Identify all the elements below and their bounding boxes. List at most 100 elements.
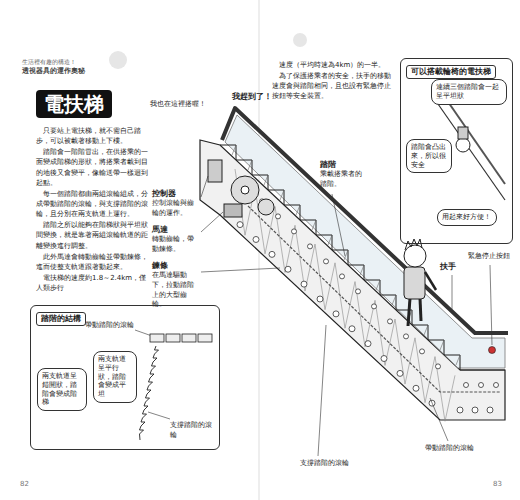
page-number: 83	[493, 480, 502, 490]
structure-panel: 踏階的結構兩支軌道呈錯開狀，踏階會變成階梯兩支軌道呈平行狀，踏階會變成平坦	[30, 305, 220, 450]
drive-roller	[404, 334, 409, 339]
leader-line	[430, 398, 448, 441]
drive-roller	[479, 383, 484, 388]
rollers	[237, 184, 499, 413]
drive-roller	[340, 274, 345, 279]
page-title: 電扶梯	[36, 90, 112, 118]
mini-chain	[140, 346, 159, 440]
drive-roller	[388, 319, 393, 324]
emergency-button	[489, 347, 496, 354]
support-roller	[349, 326, 355, 332]
step-edge	[296, 205, 300, 215]
part-name: 馬達	[152, 225, 168, 236]
boy-hair	[405, 239, 422, 250]
support-roller	[301, 281, 307, 287]
body-paragraph: 此外馬達會轉動齒輪並帶動鍊條，進而使整支軌道跟著動起來。	[36, 252, 148, 272]
bubble-text: 用起來好方便！	[442, 213, 492, 222]
step-profile	[220, 145, 505, 370]
support-roller	[333, 311, 339, 317]
body-paragraph: 踏階會一階階冒出，在供搭乘的一面變成階梯的形狀，將搭乘者載到目的地後又會變平，像…	[36, 147, 148, 188]
part-name: 支撐踏階的滾輪	[300, 459, 349, 469]
step-edge	[360, 265, 364, 275]
part-note: 控制滾輪與齒輪的運作。	[152, 199, 198, 219]
brace	[445, 375, 455, 421]
speech-bubble: 踏階會凸出來，所以很安全	[406, 139, 452, 173]
wheelchair-panel: 可以搭載輪椅的電扶梯連續三個踏階會一起呈平坦狀踏階會凸出來，所以很安全用起來好方…	[400, 58, 513, 244]
drive-roller	[436, 364, 441, 369]
body-paragraph: 只要站上電扶梯，就不需自己踏步，可以被載著移動上下樓。	[36, 126, 148, 146]
leader-line	[148, 412, 170, 419]
boy-body	[404, 267, 425, 299]
boy-leg	[408, 298, 410, 326]
leader-line	[201, 176, 208, 197]
mini-handrail	[444, 96, 505, 184]
leader-line	[332, 194, 345, 256]
support-roller	[457, 407, 463, 413]
boy-head	[404, 245, 426, 267]
support-roller	[237, 222, 243, 228]
drive-roller	[372, 304, 377, 309]
drive-roller	[494, 383, 499, 388]
drive-roller	[420, 349, 425, 354]
support-roller	[285, 266, 291, 272]
speech-bubble: 連續三個踏階會一起呈平坦狀	[431, 79, 507, 105]
series-title: 透視器具的運作奧秘	[22, 67, 85, 76]
motor	[224, 204, 242, 217]
support-roller	[397, 370, 403, 376]
step-edge	[392, 295, 396, 305]
support-roller	[472, 407, 478, 413]
boy-arm	[425, 272, 436, 290]
text-column: 只要站上電扶梯，就不需自己踏步，可以被載著移動上下樓。踏階會一階階冒出，在供搭乘…	[36, 126, 148, 294]
mini-step	[198, 334, 212, 342]
speech-text: 我趕到了！	[232, 92, 272, 103]
part-name: 帶動踏階的滾輪	[85, 321, 134, 331]
step-edge	[440, 340, 444, 350]
mini-steps	[150, 334, 212, 342]
balustrade	[225, 115, 505, 368]
step-edge	[248, 160, 252, 170]
page-number: 82	[20, 480, 29, 490]
body-paragraph: 電扶梯的速度約1.8～2.4km，僅人類步行	[36, 273, 148, 293]
part-name: 帶動踏階的滾輪	[425, 444, 474, 454]
brace	[395, 319, 405, 384]
brace	[415, 338, 425, 403]
speech-text: 我也在這裡搭喔！	[150, 100, 206, 110]
deco-dot	[293, 33, 307, 47]
step-edge	[264, 175, 268, 185]
part-name: 鍊條	[152, 261, 168, 272]
part-name: 踏階	[320, 160, 336, 171]
series-label: 生活裡有趣的構造！	[22, 58, 76, 66]
bubble-text: 兩支軌道呈錯開狀，踏階會變成階梯	[42, 372, 82, 407]
step-edge	[424, 325, 428, 335]
drive-roller	[356, 289, 361, 294]
deco-dot	[109, 51, 127, 69]
panel-heading: 可以搭載輪椅的電扶梯	[406, 65, 496, 79]
support-roller	[365, 341, 371, 347]
support-roller	[317, 296, 323, 302]
controller	[208, 160, 222, 182]
mini-step	[182, 334, 196, 342]
bubble-text: 連續三個踏階會一起呈平坦狀	[436, 83, 502, 101]
part-note: 乘載搭乘者的踏階。	[320, 170, 365, 190]
wheelchair-user	[458, 127, 468, 139]
step-edge	[456, 355, 460, 365]
gear-hub	[241, 186, 249, 194]
body-paragraph: 踏階之所以能夠在階梯狀與平坦狀間變換，就是靠著兩組滾輪軌道的距離變換進行調整。	[36, 220, 148, 250]
body-paragraph: 每一個踏階都由兩組滾輪組成，分成帶動踏階的滾輪，與支撐踏階的滾輪，且分別在兩支軌…	[36, 189, 148, 219]
mini-step	[166, 334, 180, 342]
support-roller	[381, 356, 387, 362]
gear	[258, 199, 274, 215]
support-roller	[413, 385, 419, 391]
part-note: 轉動齒輪，帶動鍊條。	[152, 235, 198, 255]
leader-line	[201, 268, 280, 272]
boy	[404, 239, 436, 326]
part-name: 控制器	[152, 189, 176, 200]
step-edge	[280, 190, 284, 200]
brace	[275, 207, 285, 273]
part-name: 緊急停止按鈕	[468, 252, 510, 262]
body-paragraph: 速度（平均時速為4km）的一半。	[272, 60, 394, 70]
drive-roller	[324, 259, 329, 264]
support-roller	[253, 236, 259, 242]
leader-line	[318, 325, 326, 456]
gear	[231, 176, 259, 204]
